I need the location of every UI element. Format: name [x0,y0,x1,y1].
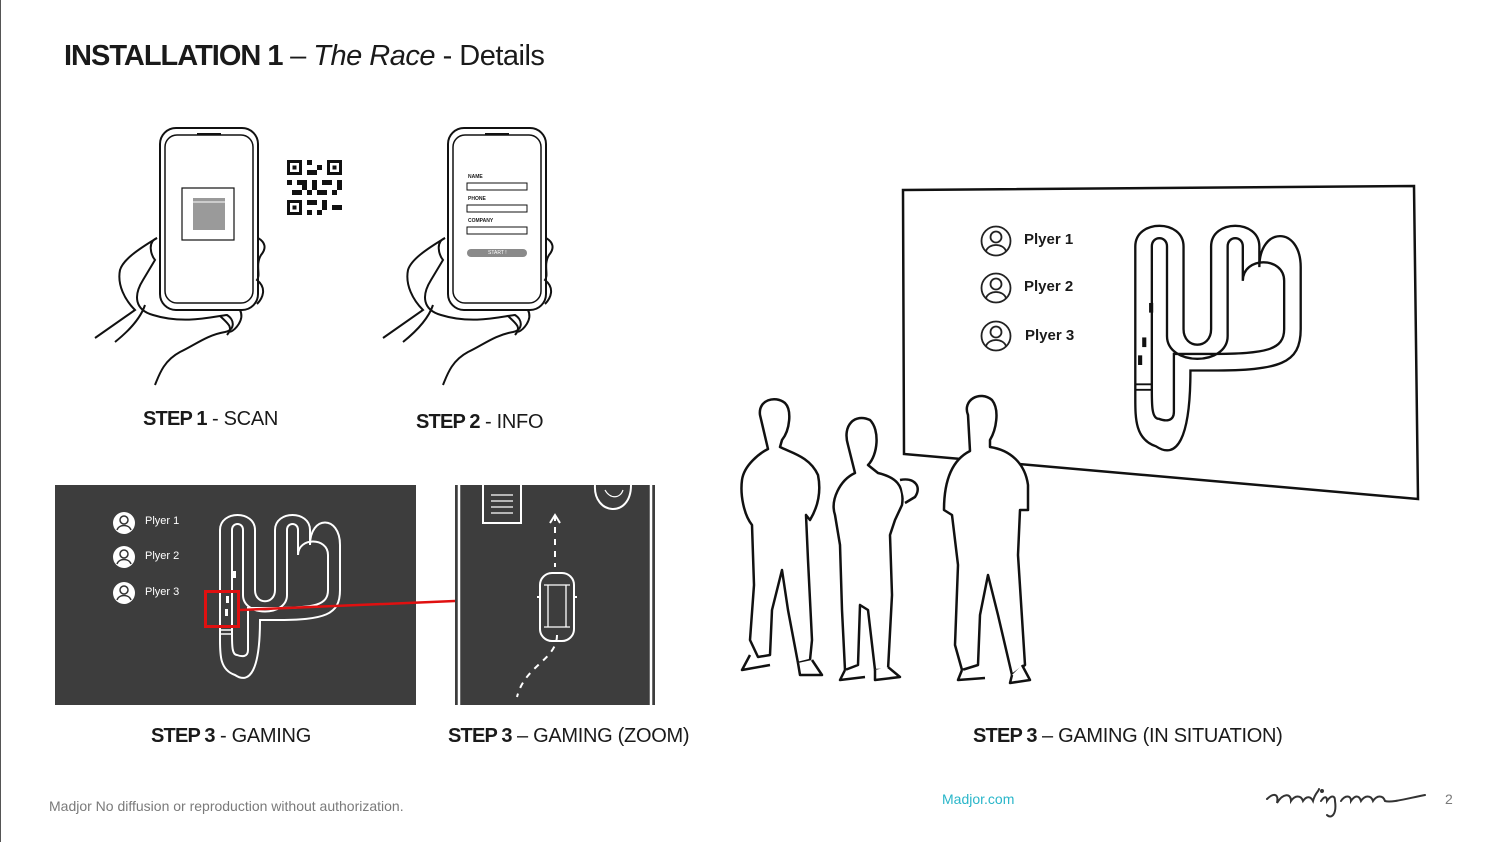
step3-zoom-caption: STEP 3 – GAMING (ZOOM) [448,725,690,747]
player-label: Plyer 3 [145,586,180,598]
footer-website-link[interactable]: Madjor.com [942,791,1015,807]
people-watching-illustration [740,394,1032,685]
situation-wall-screen [901,184,1420,501]
page-title: INSTALLATION 1 – The Race - Details [64,40,545,72]
form-phone-label: PHONE [468,196,486,202]
form-name-label: NAME [468,174,483,180]
step1-phone-illustration [94,127,266,386]
player-label: Plyer 1 [145,515,180,527]
player-label: Plyer 2 [145,550,180,562]
user-avatar-icon [113,546,135,568]
qr-code-icon [287,160,342,215]
step2-phone-illustration [382,127,554,386]
player-label: Plyer 2 [1024,278,1074,295]
step2-caption: STEP 2 - INFO [416,411,544,433]
player-label: Plyer 3 [1025,327,1075,344]
step3-caption: STEP 3 - GAMING [151,725,311,747]
signature-logo [1266,788,1426,818]
user-avatar-icon [113,512,135,534]
footer-disclaimer: Madjor No diffusion or reproduction with… [49,798,404,814]
user-avatar-icon [113,582,135,604]
user-avatar-icon [980,320,1012,352]
situation-track [1134,224,1302,452]
step3-situation-caption: STEP 3 – GAMING (IN SITUATION) [973,725,1283,747]
form-start-button[interactable]: START ! [488,250,507,256]
gaming-zoom-screen [455,485,655,705]
zoom-road-illustration [457,484,653,705]
page-number: 2 [1445,791,1453,807]
step1-caption: STEP 1 - SCAN [143,408,279,430]
user-avatar-icon [980,225,1012,257]
player-label: Plyer 1 [1024,231,1074,248]
user-avatar-icon [980,272,1012,304]
zoom-highlight-box [204,590,240,628]
form-company-label: COMPANY [468,218,494,224]
left-edge-rule [0,0,1,842]
